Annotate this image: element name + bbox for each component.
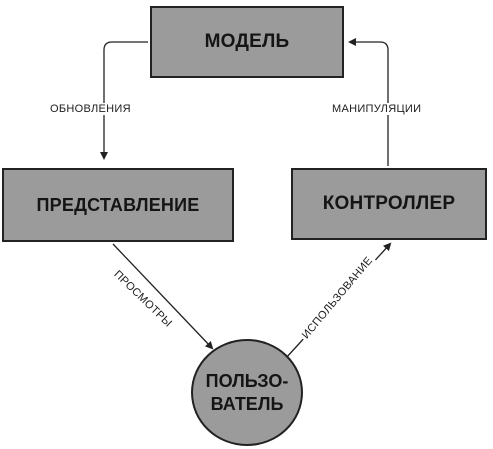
controller-node: КОНТРОЛЛЕР [291, 168, 487, 240]
model-label: МОДЕЛЬ [204, 31, 290, 52]
arrow-model-to-view [100, 41, 148, 160]
view-node: ПРЕДСТАВЛЕНИЕ [2, 168, 234, 242]
arrow-controller-to-model [348, 38, 389, 166]
manipulations-label: МАНИПУЛЯЦИИ [330, 103, 424, 115]
arrow-view-to-user [112, 243, 214, 350]
user-node: ПОЛЬЗО- ВАТЕЛЬ [191, 339, 303, 446]
updates-label: ОБНОВЛЕНИЯ [48, 103, 133, 115]
model-node: МОДЕЛЬ [150, 6, 344, 78]
view-label: ПРЕДСТАВЛЕНИЕ [36, 194, 200, 215]
user-label: ПОЛЬЗО- ВАТЕЛЬ [205, 370, 289, 414]
controller-label: КОНТРОЛЛЕР [322, 193, 456, 214]
